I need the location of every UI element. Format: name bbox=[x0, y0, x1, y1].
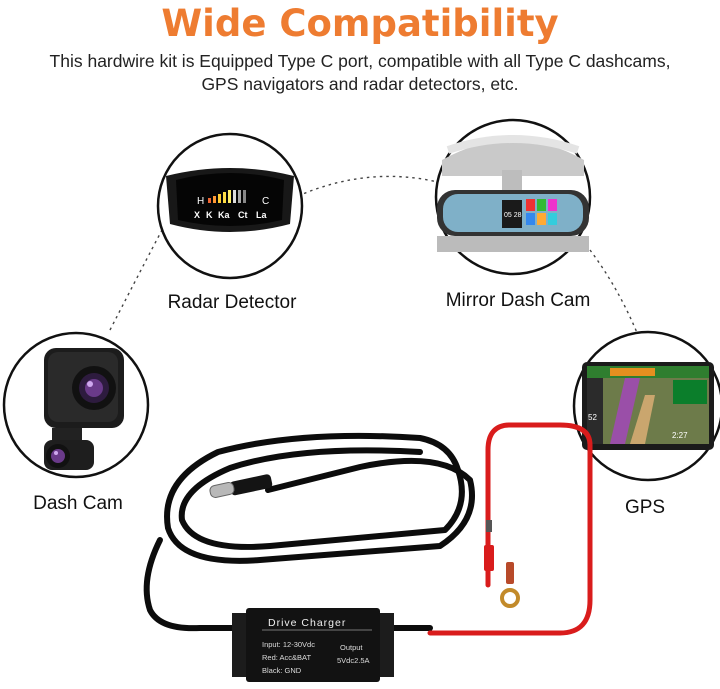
dashed-connection-arc bbox=[109, 175, 641, 341]
gps-label: GPS bbox=[624, 497, 666, 518]
charger-name: Drive Charger bbox=[268, 617, 346, 629]
subtitle-line-1: This hardwire kit is Equipped Type C por… bbox=[49, 51, 671, 71]
radar-x: X bbox=[194, 210, 200, 220]
mirror-dash-cam-image: 05 28 bbox=[434, 118, 592, 276]
gps-distance-1: 52 bbox=[588, 413, 597, 422]
gps-distance-2: 2:27 bbox=[672, 431, 688, 440]
charger-output-value: 5Vdc2.5A bbox=[337, 656, 370, 665]
charger-red: Red: Acc&BAT bbox=[262, 653, 311, 662]
mirror-dash-cam-label: Mirror Dash Cam bbox=[445, 290, 591, 311]
dash-cam-image bbox=[2, 331, 150, 479]
ring-terminal bbox=[500, 562, 520, 608]
radar-k: K bbox=[206, 210, 213, 220]
subtitle-line-2: GPS navigators and radar detectors, etc. bbox=[201, 74, 519, 94]
fuse-connector bbox=[484, 520, 494, 571]
mirror-clock: 05 28 bbox=[504, 212, 522, 219]
page-title: Wide Compatibility bbox=[161, 2, 559, 45]
radar-ka: Ka bbox=[218, 210, 230, 220]
dash-cam-label: Dash Cam bbox=[33, 493, 123, 514]
power-wires bbox=[427, 422, 593, 636]
radar-ct: Ct bbox=[238, 210, 248, 220]
usb-c-cable bbox=[143, 432, 475, 632]
radar-h: H bbox=[197, 196, 204, 207]
radar-la: La bbox=[256, 210, 267, 220]
gps-navigator-image: 52 2:27 bbox=[572, 330, 720, 482]
charger-black: Black: GND bbox=[262, 666, 302, 675]
drive-charger-box: Drive Charger Input: 12-30Vdc Red: Acc&B… bbox=[232, 608, 394, 682]
charger-input: Input: 12-30Vdc bbox=[262, 640, 315, 649]
charger-output-label: Output bbox=[340, 643, 363, 652]
radar-detector-label: Radar Detector bbox=[167, 292, 297, 313]
radar-c: C bbox=[262, 196, 269, 207]
radar-detector-image: H C X K Ka Ct La bbox=[156, 132, 304, 280]
usb-c-connector bbox=[209, 474, 273, 498]
